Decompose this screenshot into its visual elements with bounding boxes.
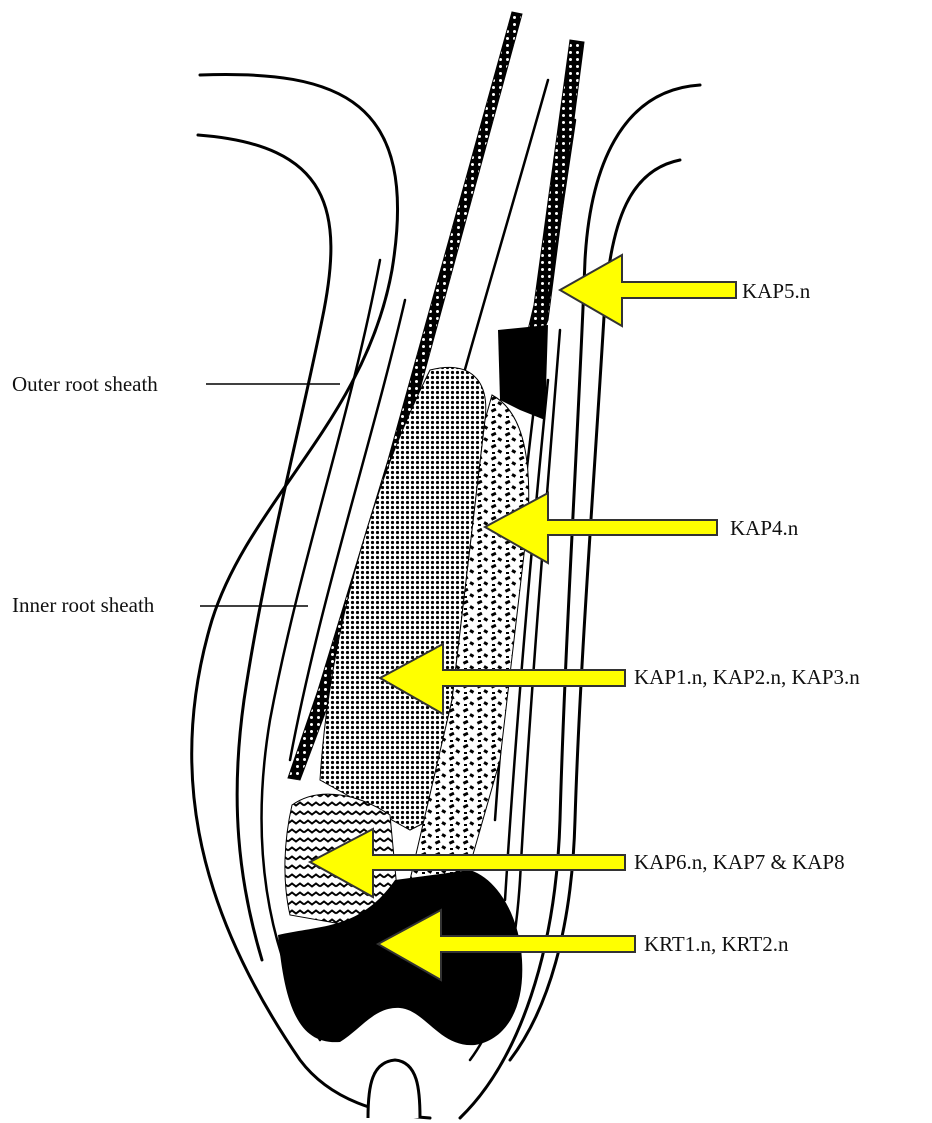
outer-root-sheath-label: Outer root sheath bbox=[12, 372, 340, 396]
arrow-kap5: KAP5.n bbox=[560, 255, 811, 326]
arrow-krt-label: KRT1.n, KRT2.n bbox=[644, 932, 789, 956]
inner-root-sheath-text: Inner root sheath bbox=[12, 593, 155, 617]
arrow-kap5-label: KAP5.n bbox=[742, 279, 811, 303]
arrow-kap4: KAP4.n bbox=[485, 493, 799, 563]
arrow-kap1-3-label: KAP1.n, KAP2.n, KAP3.n bbox=[634, 665, 860, 689]
arrow-krt: KRT1.n, KRT2.n bbox=[378, 910, 789, 980]
dermal-papilla bbox=[368, 1060, 420, 1118]
arrow-kap4-label: KAP4.n bbox=[730, 516, 799, 540]
arrow-kap6-8-label: KAP6.n, KAP7 & KAP8 bbox=[634, 850, 845, 874]
arrow-kap5-shape bbox=[560, 255, 736, 326]
inner-root-sheath-label: Inner root sheath bbox=[12, 593, 308, 617]
outer-root-sheath-text: Outer root sheath bbox=[12, 372, 158, 396]
